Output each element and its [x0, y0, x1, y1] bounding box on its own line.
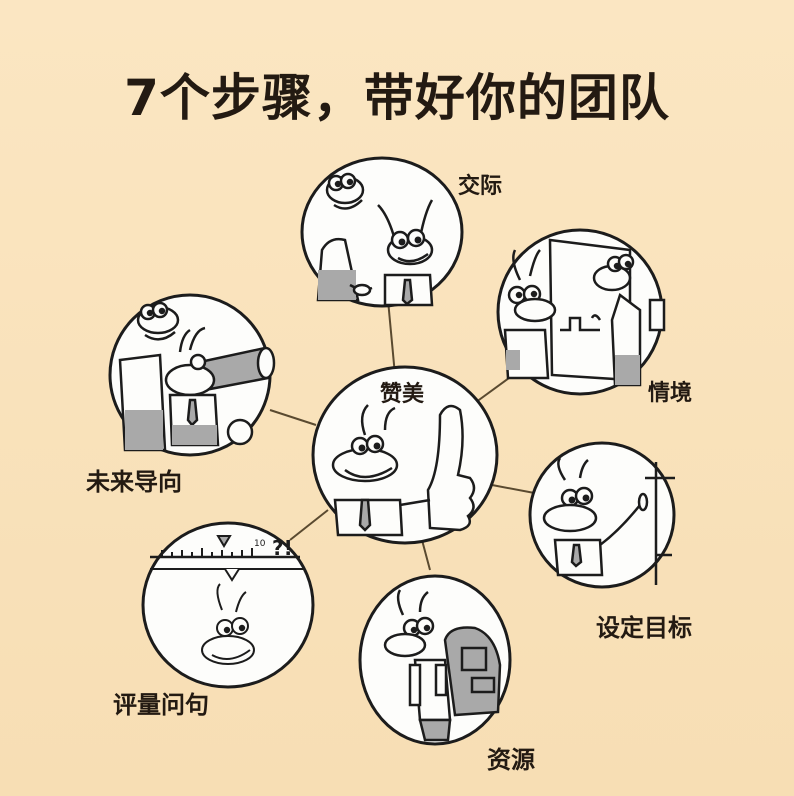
scale-ruler-illustration — [150, 535, 305, 665]
step-label-goal: 设定目标 — [596, 614, 692, 642]
backpack-illustration — [383, 589, 502, 742]
poster-title: 7个步骤，带好你的团队 — [124, 69, 670, 127]
step-circle-scaling: 10 ?! — [141, 521, 315, 689]
step-circle-resources — [358, 574, 512, 746]
step-circle-social — [300, 156, 464, 308]
step-label-context: 情境 — [648, 381, 693, 406]
connector-future — [269, 409, 317, 426]
whiteboard-illustration — [503, 238, 666, 387]
step-label-resources: 资源 — [487, 746, 535, 774]
step-circle-goal — [528, 441, 676, 589]
step-label-future: 未来导向 — [86, 468, 182, 496]
connector-scaling — [289, 509, 329, 541]
connectors — [269, 299, 546, 571]
connector-resources — [421, 539, 431, 571]
handshake-illustration — [316, 172, 434, 307]
thumbs-up-illustration — [331, 404, 476, 537]
step-label-scaling: 评量问句 — [113, 691, 209, 719]
step-circle-future — [108, 293, 276, 457]
step-label-social: 交际 — [458, 174, 503, 199]
step-circle-context — [496, 228, 666, 396]
ruler-mark-label: 10 — [254, 539, 266, 549]
hub-circle — [311, 365, 499, 545]
connector-social — [387, 299, 396, 376]
pointing-illustration — [542, 457, 675, 585]
hub-label: 赞美 — [380, 382, 425, 407]
ruler-symbol: ?! — [272, 536, 293, 560]
telescope-illustration — [118, 301, 276, 452]
ruler-ticks — [161, 548, 253, 557]
